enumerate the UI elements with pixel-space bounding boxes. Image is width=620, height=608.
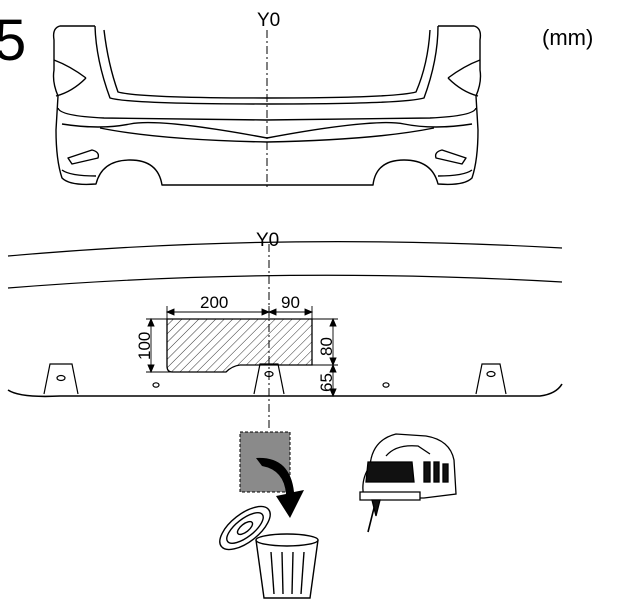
cutout-panel <box>166 318 313 373</box>
jigsaw-icon <box>359 433 457 533</box>
dim-height-left: 100 <box>135 332 154 360</box>
trash-can-icon <box>219 505 319 599</box>
dim-width-left: 200 <box>200 293 228 312</box>
dim-width-right: 90 <box>281 293 300 312</box>
step-number: 5 <box>0 8 26 73</box>
bumper-section-view <box>7 241 563 398</box>
discard-arrow-icon <box>256 457 304 518</box>
dimension-lines <box>146 306 338 398</box>
y0-axis-label-top: Y0 <box>257 10 280 31</box>
dim-offset-bottom: 65 <box>317 373 336 392</box>
dim-height-right: 80 <box>317 337 336 356</box>
y0-axis-label-mid: Y0 <box>256 230 279 251</box>
units-label: (mm) <box>542 25 593 50</box>
